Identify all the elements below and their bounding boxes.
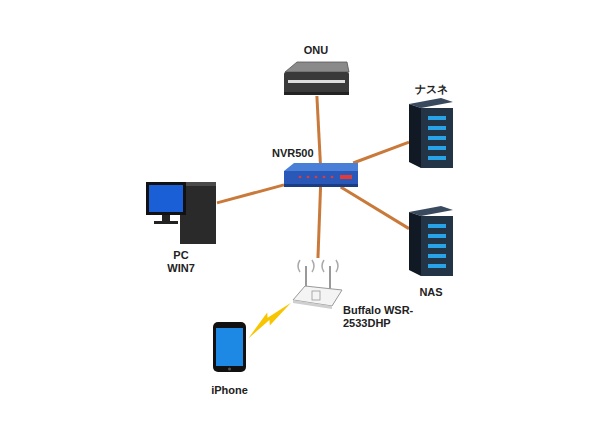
- device-label: iPhone: [211, 384, 248, 397]
- wifi-router-device: Buffalo WSR-2533DHP: [291, 258, 343, 310]
- router-icon: [284, 163, 358, 187]
- server-device: ナスネ: [409, 100, 453, 168]
- router-device: NVR500: [284, 163, 358, 187]
- cable-line: [353, 142, 409, 163]
- onu-device: ONU: [283, 62, 349, 96]
- cable-line: [217, 185, 284, 203]
- lightning-bolt: [248, 303, 291, 339]
- smartphone-device: iPhone: [213, 322, 246, 372]
- device-label: PC WIN7: [161, 249, 201, 275]
- wireless-link: [248, 303, 291, 339]
- smartphone-icon: [213, 322, 246, 372]
- server-device: NAS: [409, 208, 453, 276]
- device-label: NAS: [419, 286, 442, 299]
- device-label: NVR500: [272, 147, 314, 160]
- onu-icon: [284, 62, 349, 95]
- device-label: ONU: [304, 44, 328, 57]
- cable-line: [317, 96, 320, 163]
- cable-line: [318, 187, 321, 258]
- cable-line: [317, 96, 320, 163]
- pc-device: PC WIN7: [145, 180, 217, 245]
- cable-line: [341, 187, 409, 229]
- device-label: ナスネ: [415, 83, 448, 96]
- pc-icon: [146, 182, 216, 244]
- device-label: Buffalo WSR-2533DHP: [343, 304, 423, 330]
- wifi-router-icon: [293, 260, 342, 309]
- cable-line: [353, 142, 409, 163]
- server-icon: [409, 98, 453, 168]
- cable-line: [217, 185, 284, 203]
- cable-line: [341, 187, 409, 229]
- cable-line: [318, 187, 321, 258]
- server-icon: [409, 206, 453, 276]
